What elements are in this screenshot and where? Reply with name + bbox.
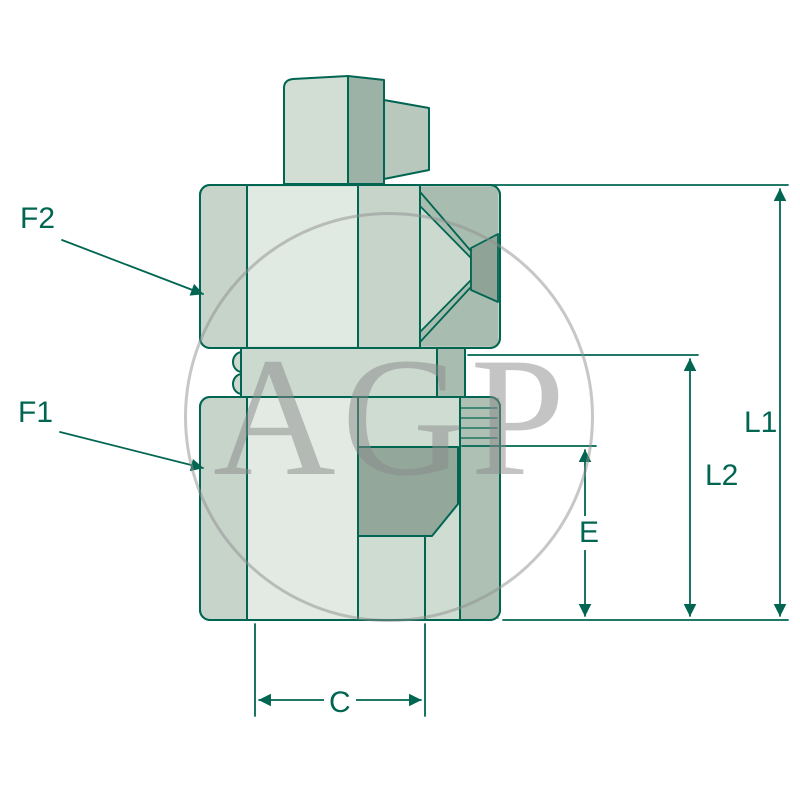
- leader-f2: [61, 239, 204, 296]
- lower-hex-body: [199, 396, 501, 621]
- dimension-label-c: C: [324, 686, 356, 720]
- dimension-label-l2: L2: [705, 459, 739, 492]
- dimension-label-f1: F1: [18, 396, 54, 429]
- neck-groove: [232, 347, 466, 398]
- leader-lines: [59, 239, 204, 472]
- dimension-label-l1: L1: [744, 406, 778, 439]
- dimension-lines: [254, 184, 789, 717]
- upper-hex-nut: [199, 184, 501, 349]
- top-port-tube: [283, 75, 430, 185]
- leader-f1: [59, 431, 204, 472]
- dimension-label-f2: F2: [20, 202, 56, 235]
- dimension-label-e: E: [574, 516, 605, 550]
